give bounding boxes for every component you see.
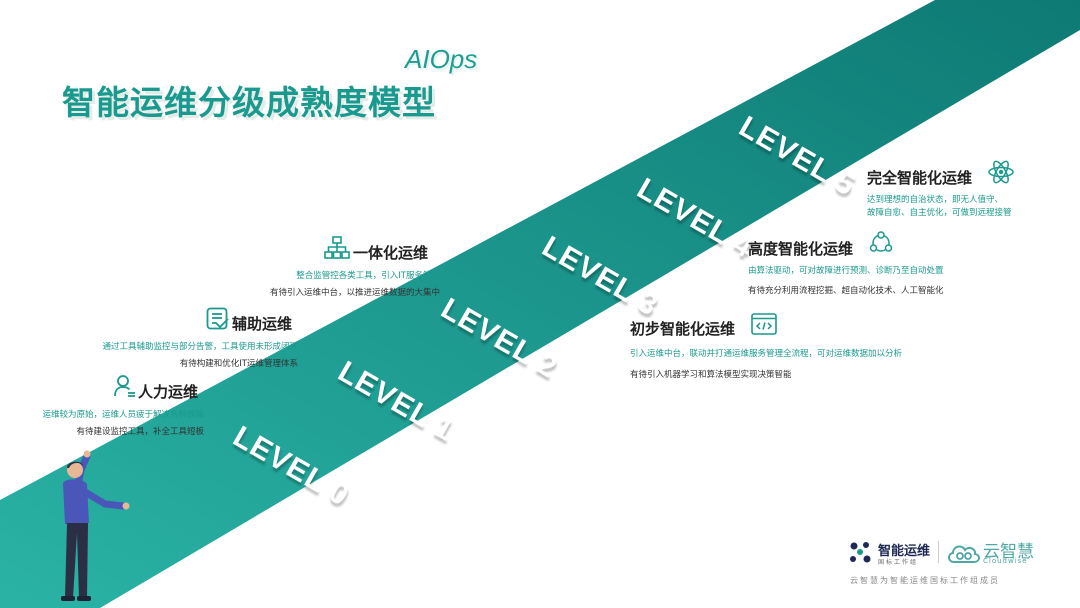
stage-assisted-desc2-wrap: 有待构建和优化IT运维管理体系 <box>180 357 298 369</box>
atom-icon <box>988 160 1014 184</box>
stage-initial-desc1-wrap: 引入运维中台，联动并打通运维服务管理全流程，可对运维数据加以分析 <box>630 347 902 359</box>
stage-integrated-desc2-wrap: 有待引入运维中台，以推进运维数据的大集中 <box>270 286 440 298</box>
stage-initial-desc2-wrap: 有待引入机器学习和算法模型实现决策智能 <box>630 368 792 380</box>
stage-manual-desc: 运维较为原始，运维人员疲于解决各种故障 <box>42 408 204 420</box>
stage-assisted-desc1-wrap: 通过工具辅助监控与部分告警，工具使用未形成闭环 <box>102 340 298 352</box>
hierarchy-icon <box>324 236 350 259</box>
stage-assisted-desc2: 有待构建和优化IT运维管理体系 <box>179 359 298 369</box>
stage-advanced-desc2-wrap: 有待充分利用流程挖掘、超自动化技术、人工智能化 <box>748 284 944 296</box>
logo-cloudwise-text: 云智慧 <box>983 542 1034 562</box>
user-icon <box>114 375 135 397</box>
stage-advanced-desc1-wrap: 由算法驱动，可对故障进行预测、诊断乃至自动处置 <box>748 264 944 276</box>
stage-advanced-desc2: 有待充分利用流程挖掘、超自动化技术、人工智能化 <box>748 286 944 296</box>
stage-initial-desc2: 有待引入机器学习和算法模型实现决策智能 <box>630 370 792 380</box>
stage-full-title: 完全智能化运维 <box>867 169 973 187</box>
footer-note: 云智慧为智能运维国标工作组成员 <box>850 576 1000 585</box>
code-icon <box>751 313 777 335</box>
logo-intelligent-ops-sub: 国标工作组 <box>878 559 919 566</box>
stage-advanced-desc1: 由算法驱动，可对故障进行预测、诊断乃至自动处置 <box>748 266 944 276</box>
page-title: 智能运维分级成熟度模型 <box>62 83 436 122</box>
logo-intelligent-ops-text: 智能运维 <box>878 544 931 559</box>
document-icon <box>206 307 229 330</box>
logo-divider <box>938 541 939 563</box>
stage-full-desc1a: 达到理想的自治状态，即无人值守、 <box>867 195 1004 205</box>
stage-manual-title: 人力运维 <box>138 383 199 401</box>
stage-integrated-title: 一体化运维 <box>353 244 429 262</box>
stage-integrated-desc1-wrap: 整合监管控各类工具，引入IT服务管理 <box>296 269 440 281</box>
stage-assisted-desc1: 通过工具辅助监控与部分告警，工具使用未形成闭环 <box>102 342 298 352</box>
stage-integrated-desc1: 整合监管控各类工具，引入IT服务管理 <box>296 271 440 281</box>
stage-full-desc1b-wrap: 故障自愈、自主优化，可做到远程接管 <box>867 206 1012 218</box>
stage-full-desc1a-wrap: 达到理想的自治状态，即无人值守、 <box>867 193 1003 205</box>
stage-assisted-title: 辅助运维 <box>232 315 293 333</box>
stage-manual-desc2-wrap: 有待建设监控工具，补全工具短板 <box>76 425 204 437</box>
stage-manual-desc1: 运维较为原始，运维人员疲于解决各种故障 <box>42 410 204 420</box>
cycle-icon <box>869 231 893 252</box>
logo-cloudwise-icon <box>948 545 980 563</box>
person-illustration <box>61 450 130 601</box>
stage-full-desc1b: 故障自愈、自主优化，可做到远程接管 <box>867 208 1012 218</box>
aiops-label: AIOps <box>405 44 478 74</box>
stage-integrated-desc2: 有待引入运维中台，以推进运维数据的大集中 <box>269 288 440 298</box>
stage-initial-desc1: 引入运维中台，联动并打通运维服务管理全流程，可对运维数据加以分析 <box>630 349 903 359</box>
stage-manual-desc2: 有待建设监控工具，补全工具短板 <box>76 427 204 437</box>
logo-intelligent-ops-icon <box>850 542 871 563</box>
stage-initial-title: 初步智能化运维 <box>630 320 736 338</box>
logo-cloudwise-sub: Cloudwise <box>983 557 1028 565</box>
stage-advanced-title: 高度智能化运维 <box>748 240 854 258</box>
